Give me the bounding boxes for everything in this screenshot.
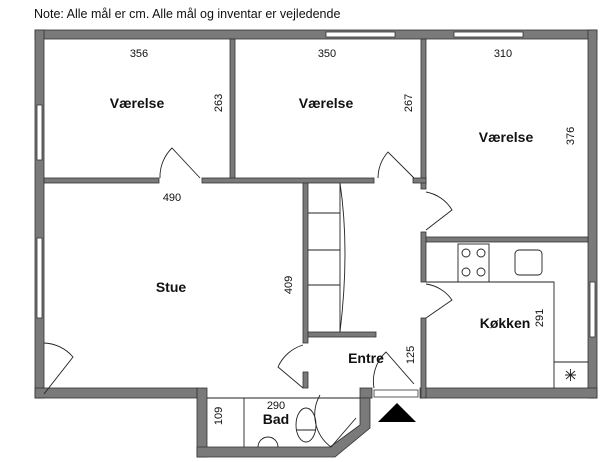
room-width: 490 [163,192,181,204]
room-height: 109 [213,407,225,425]
room-width: 356 [130,48,148,60]
room-height: 291 [534,309,546,327]
toilet-icon [295,407,317,443]
windows [36,31,596,398]
doors [43,147,453,448]
room-height: 409 [283,276,295,294]
room-label: Værelse [110,95,165,111]
room-label: Værelse [299,95,354,111]
room-label: Bad [263,411,289,427]
room-width: 350 [318,48,336,60]
stove-burner [461,248,471,258]
room-label: Værelse [479,129,534,145]
room-height: 376 [565,127,577,145]
room-width: 310 [494,48,512,60]
washbasin-icon [257,436,279,448]
room-height: 267 [403,94,415,112]
room-height: 263 [213,94,225,112]
disclaimer-note: Note: Alle mål er cm. Alle mål og invent… [34,7,341,21]
room-height: 125 [405,346,417,364]
room-label: Entre [348,350,384,366]
room-width: 290 [267,400,285,412]
entrance-arrow-icon [378,403,416,422]
wardrobe [308,182,346,333]
room-label: Køkken [480,315,531,331]
kitchen-counter [426,243,588,388]
appliance-icon [565,369,576,381]
walls [34,29,598,458]
bath-fixtures [207,397,360,448]
sink-icon [514,249,543,276]
room-label: Stue [156,279,187,295]
